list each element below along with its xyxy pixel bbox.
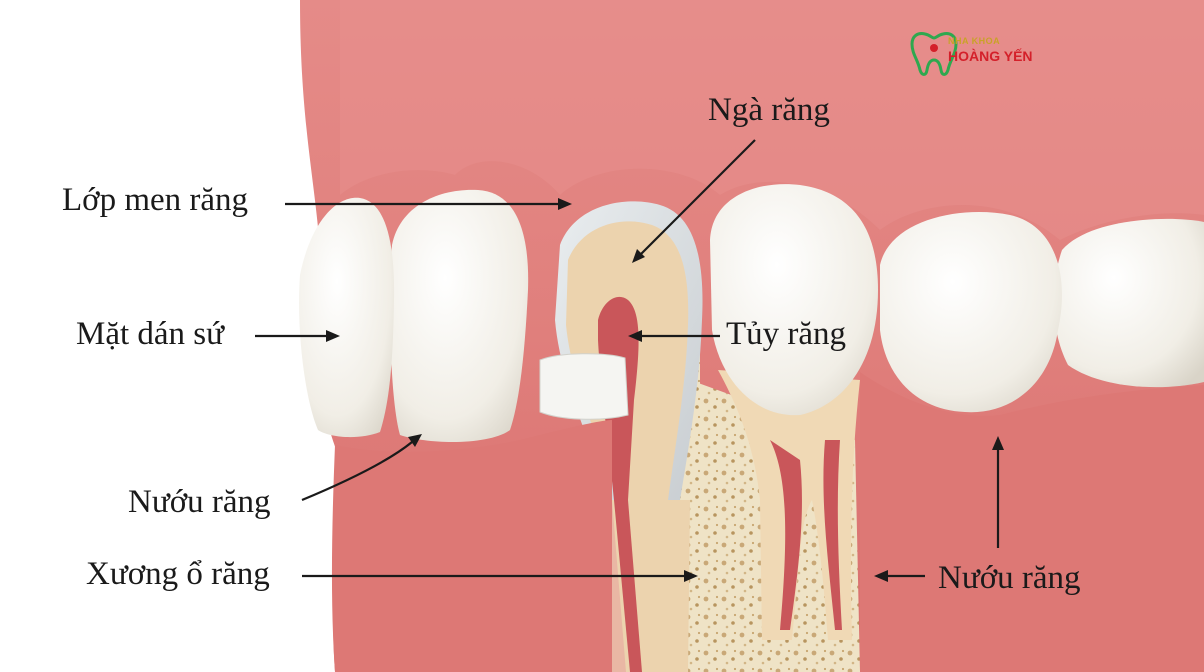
arrow-dentin bbox=[632, 139, 756, 263]
premolar-right bbox=[880, 212, 1062, 413]
arrow-pulp bbox=[628, 330, 720, 342]
label-pulp: Tủy răng bbox=[726, 316, 847, 352]
arrow-veneer bbox=[255, 330, 340, 342]
clinic-logo: NHA KHOA HOÀNG YẾN bbox=[904, 32, 1044, 76]
upper-gum-scallop bbox=[340, 0, 1204, 240]
logo-text-main: HOÀNG YẾN bbox=[948, 48, 1033, 64]
veneer-shell bbox=[539, 353, 629, 420]
label-enamel: Lớp men răng bbox=[62, 182, 249, 218]
arrow-gum-left bbox=[301, 434, 422, 502]
logo-text-top: NHA KHOA bbox=[948, 36, 1001, 46]
section-pulp-root bbox=[614, 500, 642, 672]
lower-gum-right bbox=[860, 372, 1204, 672]
premolar-section-crown bbox=[710, 184, 878, 416]
tooth-logo-icon bbox=[910, 32, 958, 76]
root-canal bbox=[770, 440, 802, 630]
arrow-gum-right-up bbox=[992, 436, 1004, 548]
molar-far-right bbox=[1053, 218, 1204, 388]
lower-gum-front bbox=[331, 420, 612, 672]
arrow-bone bbox=[302, 570, 698, 582]
central-incisor bbox=[390, 189, 529, 442]
arrow-gum-right bbox=[874, 570, 925, 582]
root-canal-2 bbox=[823, 440, 842, 630]
label-gum-right: Nướu răng bbox=[938, 560, 1081, 596]
label-gum-left: Nướu răng bbox=[128, 484, 271, 520]
arrow-enamel bbox=[285, 198, 572, 210]
label-veneer: Mặt dán sứ bbox=[76, 316, 225, 352]
label-dentin: Ngà răng bbox=[708, 92, 830, 128]
label-bone: Xương ổ răng bbox=[86, 556, 270, 592]
lateral-incisor bbox=[299, 197, 395, 438]
